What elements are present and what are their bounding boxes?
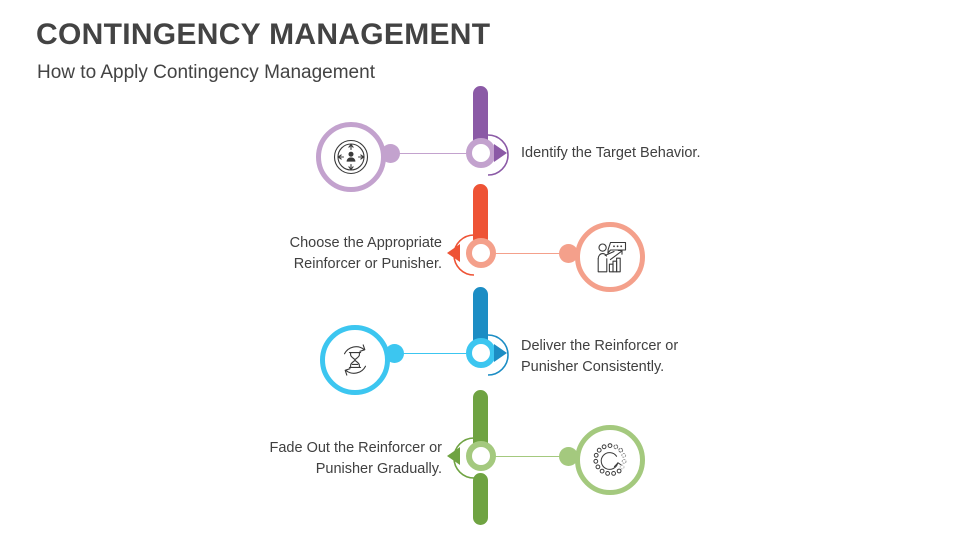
step-3-node-hole bbox=[475, 347, 487, 359]
step-3-stem-line bbox=[400, 352, 471, 355]
step-2-stem-dot bbox=[559, 244, 578, 263]
step-1-stem-dot bbox=[381, 144, 400, 163]
step-3-node[interactable] bbox=[466, 338, 496, 368]
step-2-label: Choose the Appropriate Reinforcer or Pun… bbox=[289, 235, 442, 272]
person-target-arrows-icon bbox=[331, 137, 371, 177]
step-2-icon-bubble[interactable] bbox=[575, 222, 645, 292]
step-3-label: Deliver the Reinforcer or Punisher Consi… bbox=[521, 338, 679, 375]
step-3-icon-bubble[interactable] bbox=[320, 325, 390, 395]
step-2-node-hole bbox=[475, 247, 487, 259]
step-2-node[interactable] bbox=[466, 238, 496, 268]
step-1-label: Identify the Target Behavior. bbox=[521, 145, 701, 161]
presenter-bar-chart-icon bbox=[590, 237, 630, 277]
step-4-node[interactable] bbox=[466, 441, 496, 471]
step-1-node-arc bbox=[487, 134, 509, 176]
step-2-arrow-left-icon bbox=[447, 244, 460, 262]
step-2-stem-line bbox=[489, 252, 564, 255]
spine-segment-green-2 bbox=[473, 473, 488, 525]
step-4-stem-dot bbox=[559, 447, 578, 466]
step-1-icon-bubble[interactable] bbox=[316, 122, 386, 192]
step-4-arrow-left-icon bbox=[447, 447, 460, 465]
fading-dots-arrow-icon bbox=[590, 440, 630, 480]
step-1-node[interactable] bbox=[466, 138, 496, 168]
step-4-label: Fade Out the Reinforcer or Punisher Grad… bbox=[269, 440, 442, 477]
step-4-icon-bubble[interactable] bbox=[575, 425, 645, 495]
step-3-node-arc bbox=[487, 334, 509, 376]
spine-segment-green-1 bbox=[473, 390, 488, 452]
step-4-node-hole bbox=[475, 450, 487, 462]
spine-segment-orange bbox=[473, 184, 488, 246]
step-1-node-hole bbox=[475, 147, 487, 159]
spine-segment-purple bbox=[473, 86, 488, 148]
step-3-stem-dot bbox=[385, 344, 404, 363]
step-1-stem-line bbox=[396, 152, 471, 155]
step-4-stem-line bbox=[489, 455, 564, 458]
hourglass-refresh-icon bbox=[335, 340, 375, 380]
page-subtitle: How to Apply Contingency Management bbox=[37, 62, 375, 83]
page-title: CONTINGENCY MANAGEMENT bbox=[36, 18, 491, 51]
step-1-arrow-right-icon bbox=[494, 144, 507, 162]
step-3-arrow-right-icon bbox=[494, 344, 507, 362]
spine-segment-blue bbox=[473, 287, 488, 349]
